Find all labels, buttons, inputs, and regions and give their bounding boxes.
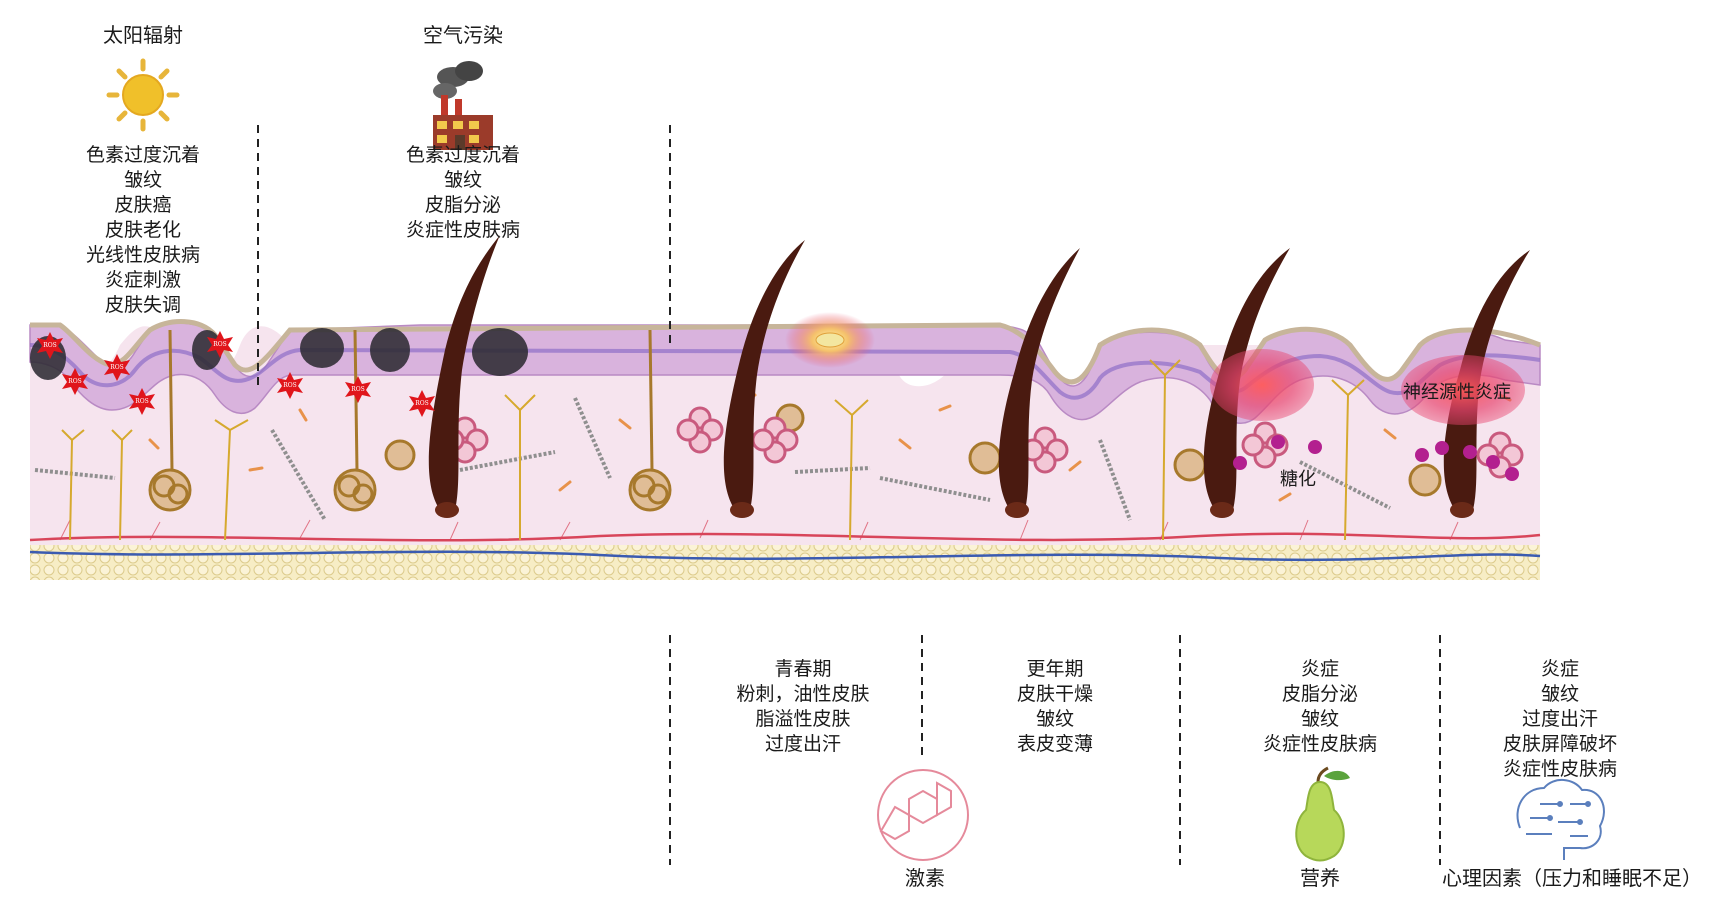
sun-icon bbox=[106, 58, 180, 132]
puberty-effect: 过度出汗 bbox=[764, 733, 841, 755]
menopause-effect: 表皮变薄 bbox=[1016, 733, 1093, 755]
neurogenic-inflammation-label: 神经源性炎症 bbox=[1403, 382, 1511, 403]
psychology-title-text: 心理因素（压力和睡眠不足） bbox=[1442, 866, 1702, 890]
solar-effect: 炎症刺激 bbox=[104, 269, 181, 291]
stratum-corneum bbox=[30, 319, 1541, 385]
ros-badge: ROS bbox=[409, 390, 435, 417]
basal-layer-line bbox=[29, 343, 1541, 400]
solar-title-text: 太阳辐射 bbox=[103, 23, 183, 47]
solar-effects: 色素过度沉着 皱纹 皮肤癌 皮肤老化 光线性皮肤病 炎症刺激 皮肤失调 bbox=[73, 143, 213, 318]
hair-follicle bbox=[998, 248, 1080, 518]
nutrition-title: 营养 bbox=[1275, 866, 1365, 891]
pollution-effect: 炎症性皮肤病 bbox=[405, 219, 520, 241]
nutrition-effect: 皮脂分泌 bbox=[1281, 683, 1358, 705]
hair-follicle bbox=[723, 240, 805, 518]
hair-follicle bbox=[1203, 248, 1290, 518]
hair-follicle bbox=[428, 235, 500, 518]
menopause-effects: 更年期 皮肤干燥 皱纹 表皮变薄 bbox=[990, 657, 1120, 757]
solar-effect: 皱纹 bbox=[123, 169, 162, 191]
ros-label: ROS bbox=[110, 364, 124, 371]
psychology-effect: 皱纹 bbox=[1540, 683, 1579, 705]
hair-follicles bbox=[428, 235, 1530, 518]
pollution-title: 空气污染 bbox=[413, 23, 513, 48]
sweat-glands bbox=[148, 329, 1442, 512]
blood-vessel-arterial bbox=[29, 532, 1541, 542]
pollution-effect: 色素过度沉着 bbox=[405, 144, 520, 166]
nutrition-effect: 炎症性皮肤病 bbox=[1262, 733, 1377, 755]
sweat-gland-small bbox=[1173, 448, 1207, 482]
psychology-effect: 炎症性皮肤病 bbox=[1502, 758, 1617, 780]
menopause-effect: 更年期 bbox=[1026, 658, 1084, 680]
sweat-gland bbox=[628, 329, 672, 512]
pollution-effects: 色素过度沉着 皱纹 皮脂分泌 炎症性皮肤病 bbox=[393, 143, 533, 243]
nutrition-effects: 炎症 皮脂分泌 皱纹 炎症性皮肤病 bbox=[1240, 657, 1400, 757]
solar-effect: 皮肤老化 bbox=[104, 219, 181, 241]
solar-title: 太阳辐射 bbox=[93, 23, 193, 48]
glycation-label: 糖化 bbox=[1280, 469, 1316, 490]
nutrition-title-text: 营养 bbox=[1300, 866, 1340, 890]
blood-vessel-venous bbox=[29, 550, 1541, 562]
divider-lines bbox=[257, 125, 1441, 865]
hormone-title-text: 激素 bbox=[905, 866, 945, 890]
ros-label: ROS bbox=[68, 378, 82, 385]
ros-label: ROS bbox=[213, 341, 227, 348]
hormone-title: 激素 bbox=[880, 866, 970, 891]
sweat-gland-small bbox=[384, 439, 416, 471]
nerve-fibers bbox=[61, 359, 1365, 541]
menopause-effect: 皮肤干燥 bbox=[1016, 683, 1093, 705]
ros-label: ROS bbox=[283, 382, 297, 389]
menopause-effect: 皱纹 bbox=[1035, 708, 1074, 730]
ros-label: ROS bbox=[415, 400, 429, 407]
ros-label: ROS bbox=[351, 386, 365, 393]
solar-effect: 皮肤失调 bbox=[104, 294, 181, 316]
hair-follicle bbox=[1443, 250, 1530, 518]
pear-icon bbox=[1295, 766, 1350, 862]
sweat-gland-small bbox=[1408, 463, 1442, 497]
sweat-gland bbox=[148, 329, 192, 512]
nutrition-effect: 皱纹 bbox=[1300, 708, 1339, 730]
nutrition-effect: 炎症 bbox=[1300, 658, 1339, 680]
ros-label: ROS bbox=[135, 398, 149, 405]
solar-effect: 光线性皮肤病 bbox=[85, 244, 200, 266]
solar-effect: 皮肤癌 bbox=[114, 194, 172, 216]
psychology-title: 心理因素（压力和睡眠不足） bbox=[1432, 866, 1712, 891]
ros-badge: ROS bbox=[129, 388, 155, 415]
acne-pustule bbox=[815, 332, 845, 348]
puberty-effect: 粉刺，油性皮肤 bbox=[736, 683, 870, 705]
pollution-title-text: 空气污染 bbox=[423, 23, 503, 47]
ros-badge: ROS bbox=[37, 332, 63, 359]
sweat-gland-small bbox=[968, 441, 1002, 475]
psychology-effect: 炎症 bbox=[1540, 658, 1579, 680]
pollution-effect: 皱纹 bbox=[443, 169, 482, 191]
collagen-fibers bbox=[34, 397, 1391, 522]
ros-badge: ROS bbox=[345, 376, 371, 403]
ros-markers: ROS ROS ROS ROS ROS ROS ROS ROS bbox=[37, 331, 435, 417]
psychology-effects: 炎症 皱纹 过度出汗 皮肤屏障破坏 炎症性皮肤病 bbox=[1475, 657, 1645, 782]
pollution-effect: 皮脂分泌 bbox=[424, 194, 501, 216]
ros-badge: ROS bbox=[104, 354, 130, 381]
brain-icon bbox=[1516, 779, 1605, 860]
glycation-dots bbox=[1233, 435, 1519, 481]
ros-badge: ROS bbox=[207, 331, 233, 358]
psychology-effect: 过度出汗 bbox=[1521, 708, 1598, 730]
psychology-effect: 皮肤屏障破坏 bbox=[1502, 733, 1617, 755]
solar-effect: 色素过度沉着 bbox=[85, 144, 200, 166]
ros-label: ROS bbox=[43, 342, 57, 349]
neurogenic-inflammation-zone bbox=[1401, 355, 1525, 425]
sweat-gland bbox=[333, 329, 377, 512]
hormone-molecule-icon bbox=[877, 769, 969, 861]
ros-badge: ROS bbox=[277, 372, 303, 399]
ros-badge: ROS bbox=[62, 368, 88, 395]
factory-icon bbox=[433, 61, 493, 150]
puberty-effect: 脂溢性皮肤 bbox=[755, 708, 851, 730]
puberty-effects: 青春期 粉刺，油性皮肤 脂溢性皮肤 过度出汗 bbox=[718, 657, 888, 757]
sebaceous-glands bbox=[441, 406, 1524, 479]
puberty-effect: 青春期 bbox=[774, 658, 832, 680]
inflammation-zone-nutrition bbox=[1210, 349, 1314, 421]
hyperpigmentation-spots bbox=[30, 328, 528, 380]
